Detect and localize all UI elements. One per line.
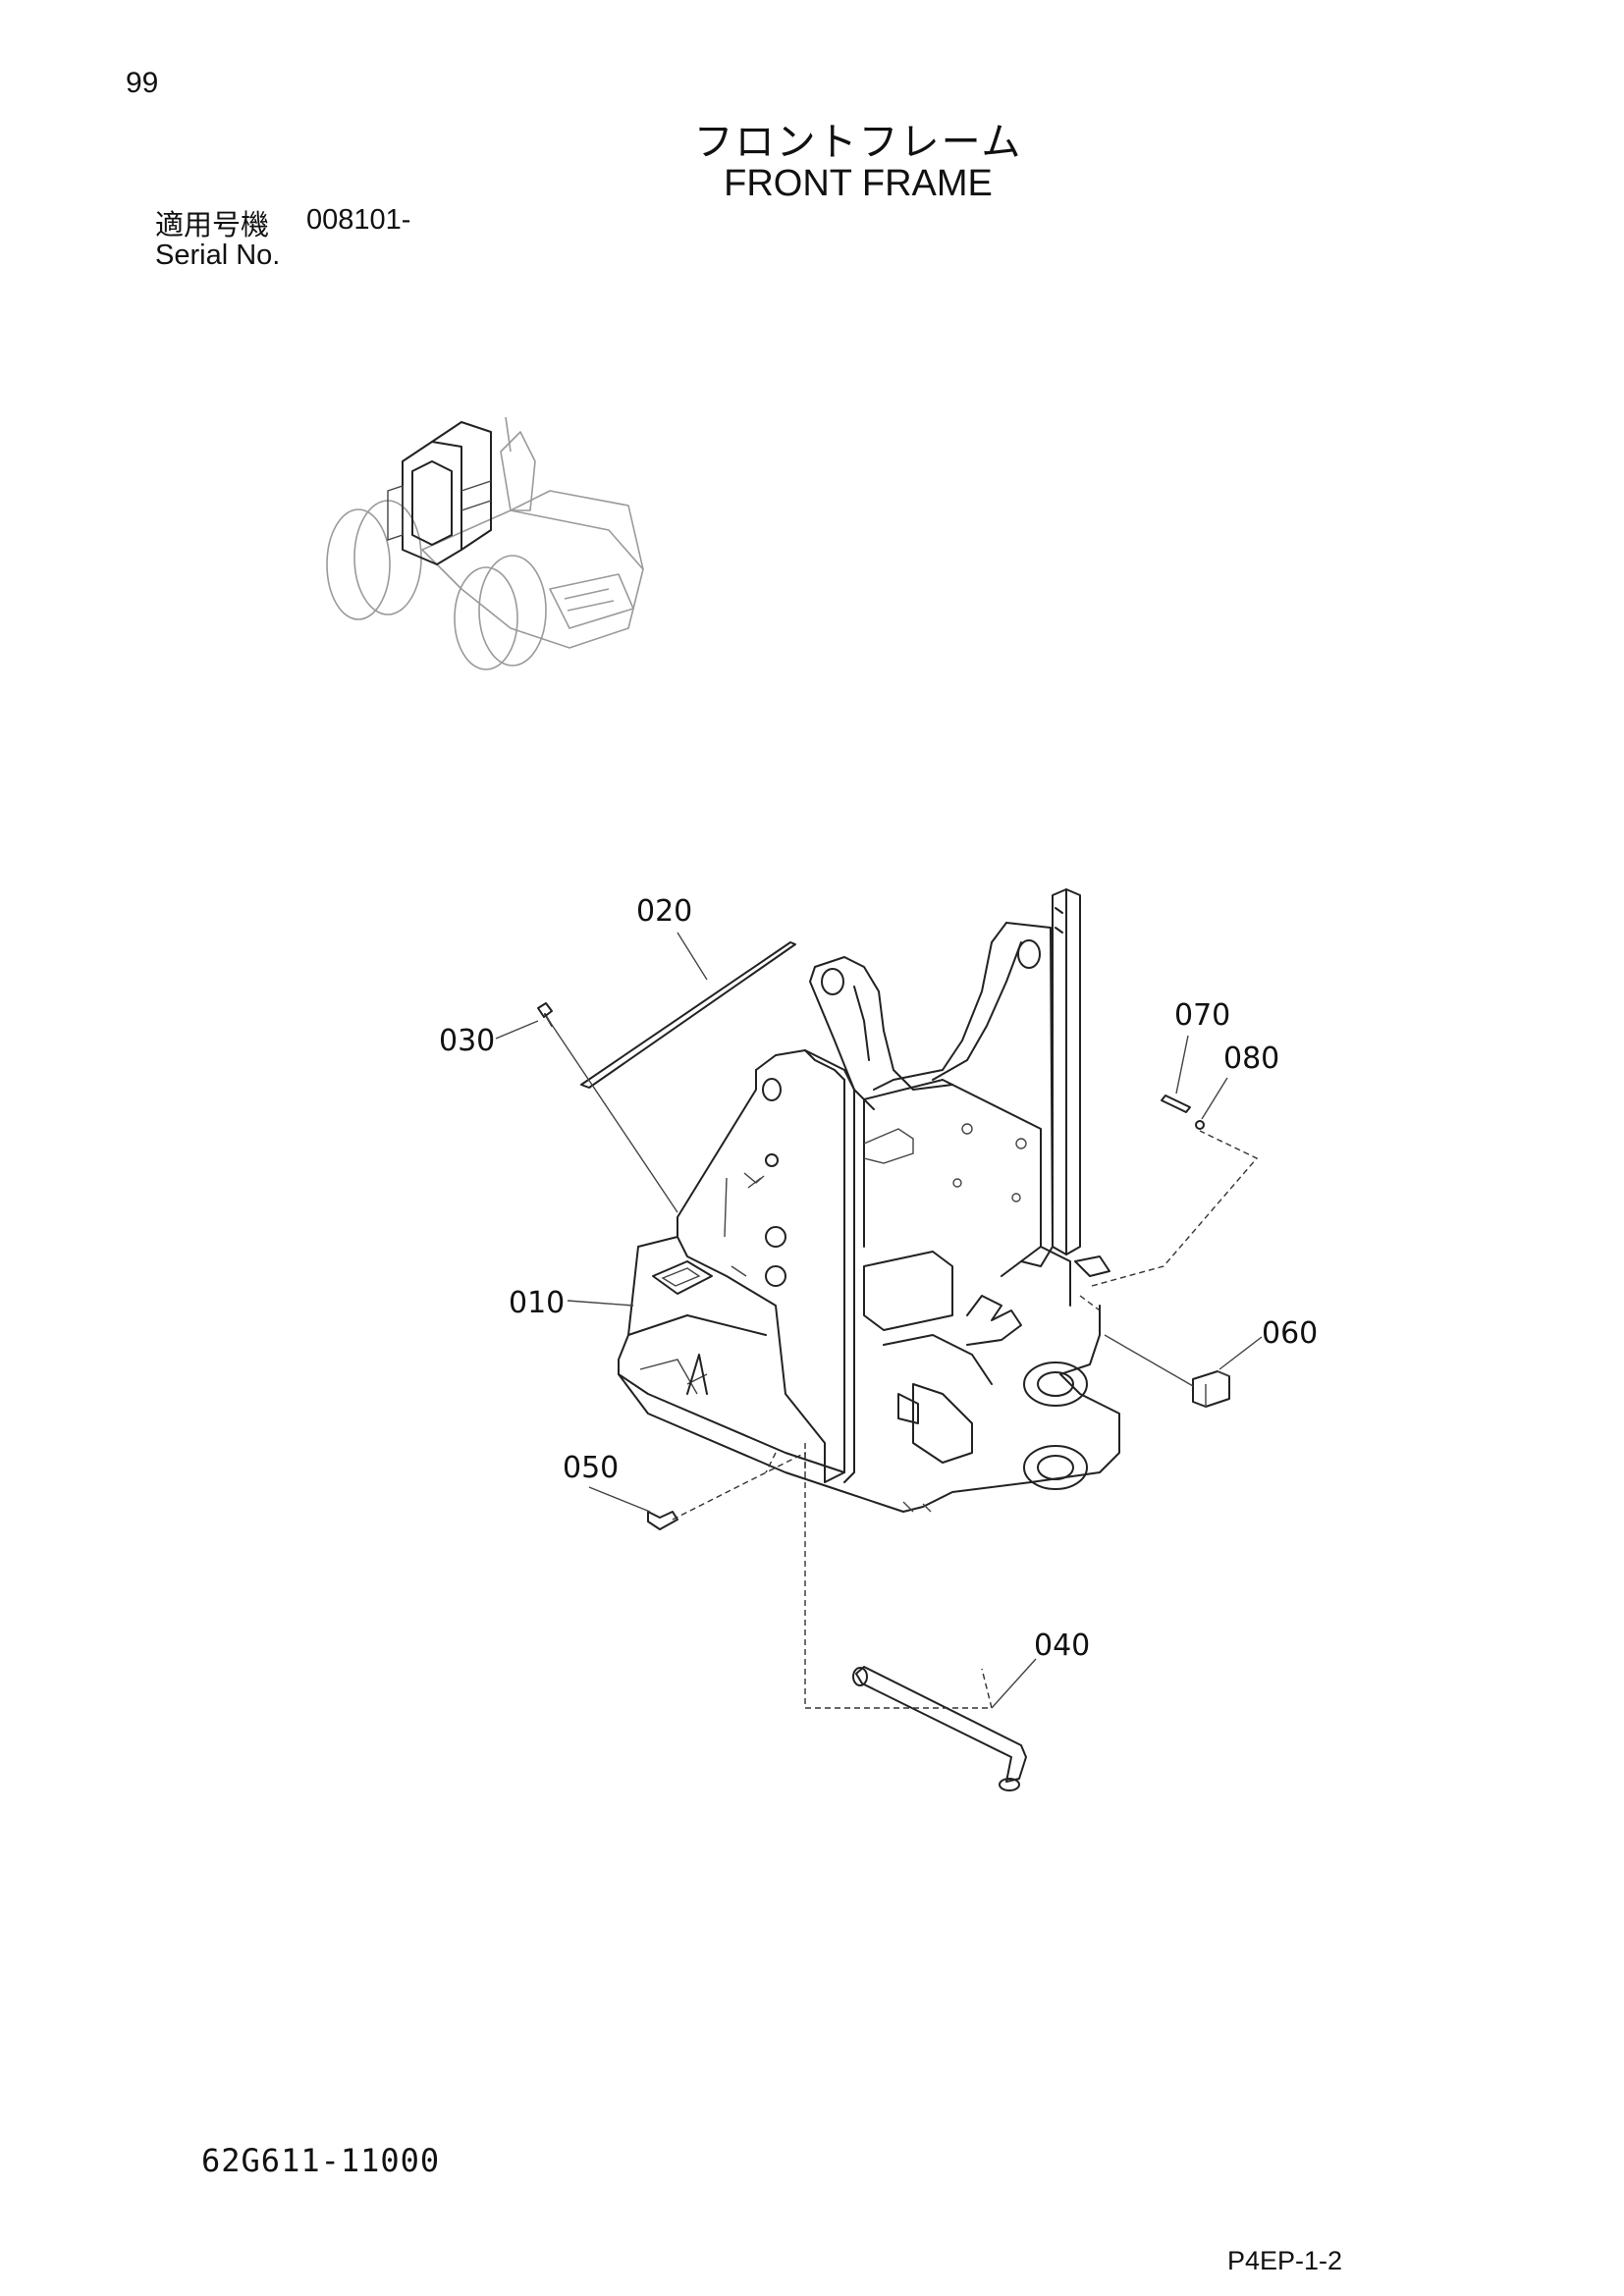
part-020-strip (580, 941, 796, 1089)
page-code: P4EP-1-2 (1227, 2246, 1343, 2275)
part-040-handle (852, 1666, 1027, 1791)
svg-text:040: 040 (1034, 1629, 1090, 1663)
part-080-washer (1195, 1120, 1205, 1130)
page-number: 99 (126, 67, 159, 99)
svg-text:050: 050 (563, 1451, 619, 1485)
drawing-part-number: 62G611-11000 (201, 2142, 441, 2179)
part-050-clip (647, 1511, 678, 1530)
svg-text:010: 010 (509, 1286, 565, 1320)
callout-010: 010 (509, 1286, 634, 1320)
svg-text:060: 060 (1262, 1316, 1318, 1351)
page-title-japanese: フロントフレーム (693, 120, 1023, 165)
machine-locator-thumbnail (326, 416, 644, 670)
svg-text:080: 080 (1223, 1041, 1279, 1076)
callout-040: 040 (991, 1629, 1090, 1709)
callout-050: 050 (563, 1451, 651, 1513)
serial-label: Serial No. (155, 240, 281, 271)
svg-text:030: 030 (439, 1024, 495, 1058)
callout-020: 020 (636, 894, 708, 981)
callout-080: 080 (1201, 1041, 1279, 1120)
part-070-bolt (1161, 1095, 1191, 1113)
serial-label-japanese: 適用号機 (155, 208, 270, 241)
leader-lines (545, 1015, 1259, 1709)
part-060-block (1192, 1370, 1230, 1408)
svg-text:070: 070 (1174, 998, 1230, 1033)
page-title: FRONT FRAME (724, 163, 993, 204)
callout-070: 070 (1174, 998, 1230, 1095)
callout-060: 060 (1218, 1316, 1318, 1370)
svg-text:020: 020 (636, 894, 692, 929)
front-frame-assembly (618, 888, 1120, 1513)
serial-number-range: 008101- (306, 204, 411, 236)
callout-030: 030 (439, 1020, 539, 1058)
